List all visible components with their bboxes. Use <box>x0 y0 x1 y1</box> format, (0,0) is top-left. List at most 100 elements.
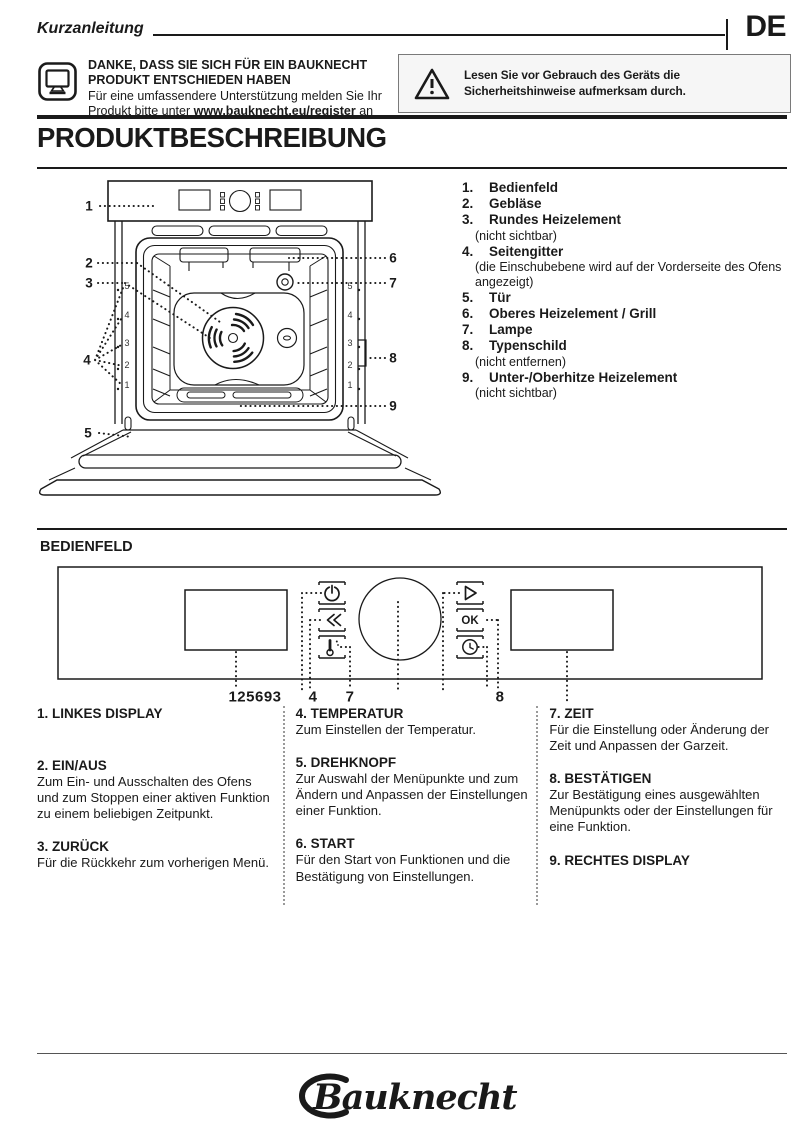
control-desc: Für den Start von Funktionen und die Bes… <box>295 852 511 884</box>
oven-side-walls <box>114 221 366 424</box>
part-num: 3. <box>462 212 474 228</box>
part-num: 7. <box>462 322 474 338</box>
callout-1: 1 <box>85 198 93 214</box>
oven-lamp <box>276 273 294 291</box>
control-desc: Für die Einstellung oder Änderung der Ze… <box>549 722 770 754</box>
shelf-level-right-3: 3 <box>347 338 353 348</box>
part-name: Lampe <box>489 322 533 338</box>
list-item: 9. Unter-/Oberhitze Heizelement <box>462 370 794 386</box>
callout-3: 3 <box>85 275 93 291</box>
callout-5: 5 <box>84 425 92 441</box>
part-name: Seitengitter <box>489 243 564 259</box>
part-num: 5. <box>462 289 474 305</box>
list-item: 3.Rundes Heizelement <box>462 212 794 228</box>
control-title: 5. DREHKNOPF <box>295 755 397 771</box>
part-name: Oberes Heizelement / Grill <box>489 306 657 322</box>
control-title: 2. EIN/AUS <box>37 758 107 773</box>
page-title: PRODUKTBESCHREIBUNG <box>37 122 387 153</box>
clock-icon <box>462 639 478 655</box>
panel-outline <box>57 566 763 680</box>
list-item: 6. Oberes Heizelement / Grill <box>462 306 794 322</box>
label-7: 7 <box>345 688 355 706</box>
part-num: 6. <box>462 306 474 322</box>
oven-door <box>38 416 442 496</box>
right-display <box>510 589 614 651</box>
panel-drawing: OK <box>57 566 763 705</box>
control-desc: Zur Auswahl der Menüpunkte und zum Änder… <box>295 771 528 819</box>
callout-8: 8 <box>389 350 397 366</box>
part-num: 4. <box>462 243 474 259</box>
logo-wordmark: Bauknecht <box>312 1077 517 1118</box>
parts-list: 1. Bedienfeld 2.Gebläse 3.Rundes Heizelem… <box>462 180 794 402</box>
power-icon <box>324 584 340 602</box>
control-title: 9. RECHTES DISPLAY <box>549 852 690 868</box>
top-heating-element <box>179 247 301 271</box>
shelf-level-left-1: 1 <box>124 380 130 390</box>
rotary-knob <box>358 577 442 661</box>
logo-swoosh <box>299 1073 349 1119</box>
section-rule-thin <box>37 528 787 530</box>
control-title: 8. BESTÄTIGEN <box>549 771 652 787</box>
language-code: DE <box>745 10 786 43</box>
shelf-level-left-4: 4 <box>124 310 130 320</box>
rating-plate-marker <box>358 339 367 367</box>
shelf-level-left-5: 5 <box>124 281 130 291</box>
callout-6: 6 <box>389 250 397 266</box>
control-desc: Zur Bestätigung eines ausgewählten Menüp… <box>549 787 773 835</box>
label-4: 4 <box>308 688 318 706</box>
shelf-level-right-1: 1 <box>347 380 353 390</box>
part-name: Bedienfeld <box>489 180 559 195</box>
thanks-body-line1: Für eine umfassendere Unterstützung meld… <box>88 88 382 103</box>
fan-blades <box>207 312 255 364</box>
ok-button-glyph: OK <box>461 615 479 627</box>
label-8: 8 <box>495 688 505 706</box>
control-title: 4. TEMPERATUR <box>295 706 404 721</box>
part-name: Typenschild <box>489 338 567 354</box>
temperature-icon <box>326 639 339 657</box>
fan-assembly <box>173 292 305 386</box>
thanks-body-pre: Produkt bitte unter <box>88 103 194 118</box>
control-desc: Zum Einstellen der Temperatur. <box>295 722 477 737</box>
callout-leaders <box>94 205 386 438</box>
thanks-block: DANKE, DASS SIE SICH FÜR EIN BAUKNECHT P… <box>88 58 418 119</box>
thanks-body-line2: Produkt bitte unter www.bauknecht.eu/reg… <box>88 104 418 119</box>
part-note: (nicht sichtbar) <box>475 228 557 243</box>
start-icon <box>464 585 477 601</box>
oven-vents <box>151 225 328 237</box>
back-icon <box>326 613 342 627</box>
control-panel-diagram: OK 125693 4 7 8 <box>40 560 780 708</box>
part-name: Tür <box>489 289 511 305</box>
thanks-title-line1: DANKE, DASS SIE SICH FÜR EIN BAUKNECHT <box>88 58 368 72</box>
label-cluster-125693: 125693 <box>228 688 282 706</box>
thanks-body-post: an <box>355 103 374 118</box>
callout-4: 4 <box>83 352 91 368</box>
list-item: 5. Tür <box>462 290 794 306</box>
part-name: Unter-/Oberhitze Heizelement <box>489 370 678 385</box>
part-num: 1. <box>462 180 474 195</box>
shelf-level-left-3: 3 <box>124 338 130 348</box>
footer-rule <box>37 1053 787 1055</box>
shelf-supports <box>152 289 328 397</box>
control-title: 1. LINKES DISPLAY <box>37 706 163 721</box>
callout-2: 2 <box>85 255 93 271</box>
part-num: 9. <box>462 370 474 385</box>
shelf-level-dots <box>116 288 361 391</box>
control-title: 6. START <box>295 836 355 852</box>
oven-drawing <box>38 180 442 496</box>
section-rule-thick <box>37 115 787 119</box>
part-name: Gebläse <box>489 196 542 212</box>
list-item: 2.Gebläse <box>462 196 794 212</box>
callout-9: 9 <box>389 398 397 414</box>
left-display <box>184 589 288 651</box>
control-title: 3. ZURÜCK <box>37 839 110 855</box>
list-item: 1. Bedienfeld <box>462 180 794 196</box>
oven-diagram: 1 2 3 4 5 6 7 8 9 5 4 3 2 1 5 4 3 2 1 <box>37 174 457 506</box>
part-num: 8. <box>462 338 474 354</box>
